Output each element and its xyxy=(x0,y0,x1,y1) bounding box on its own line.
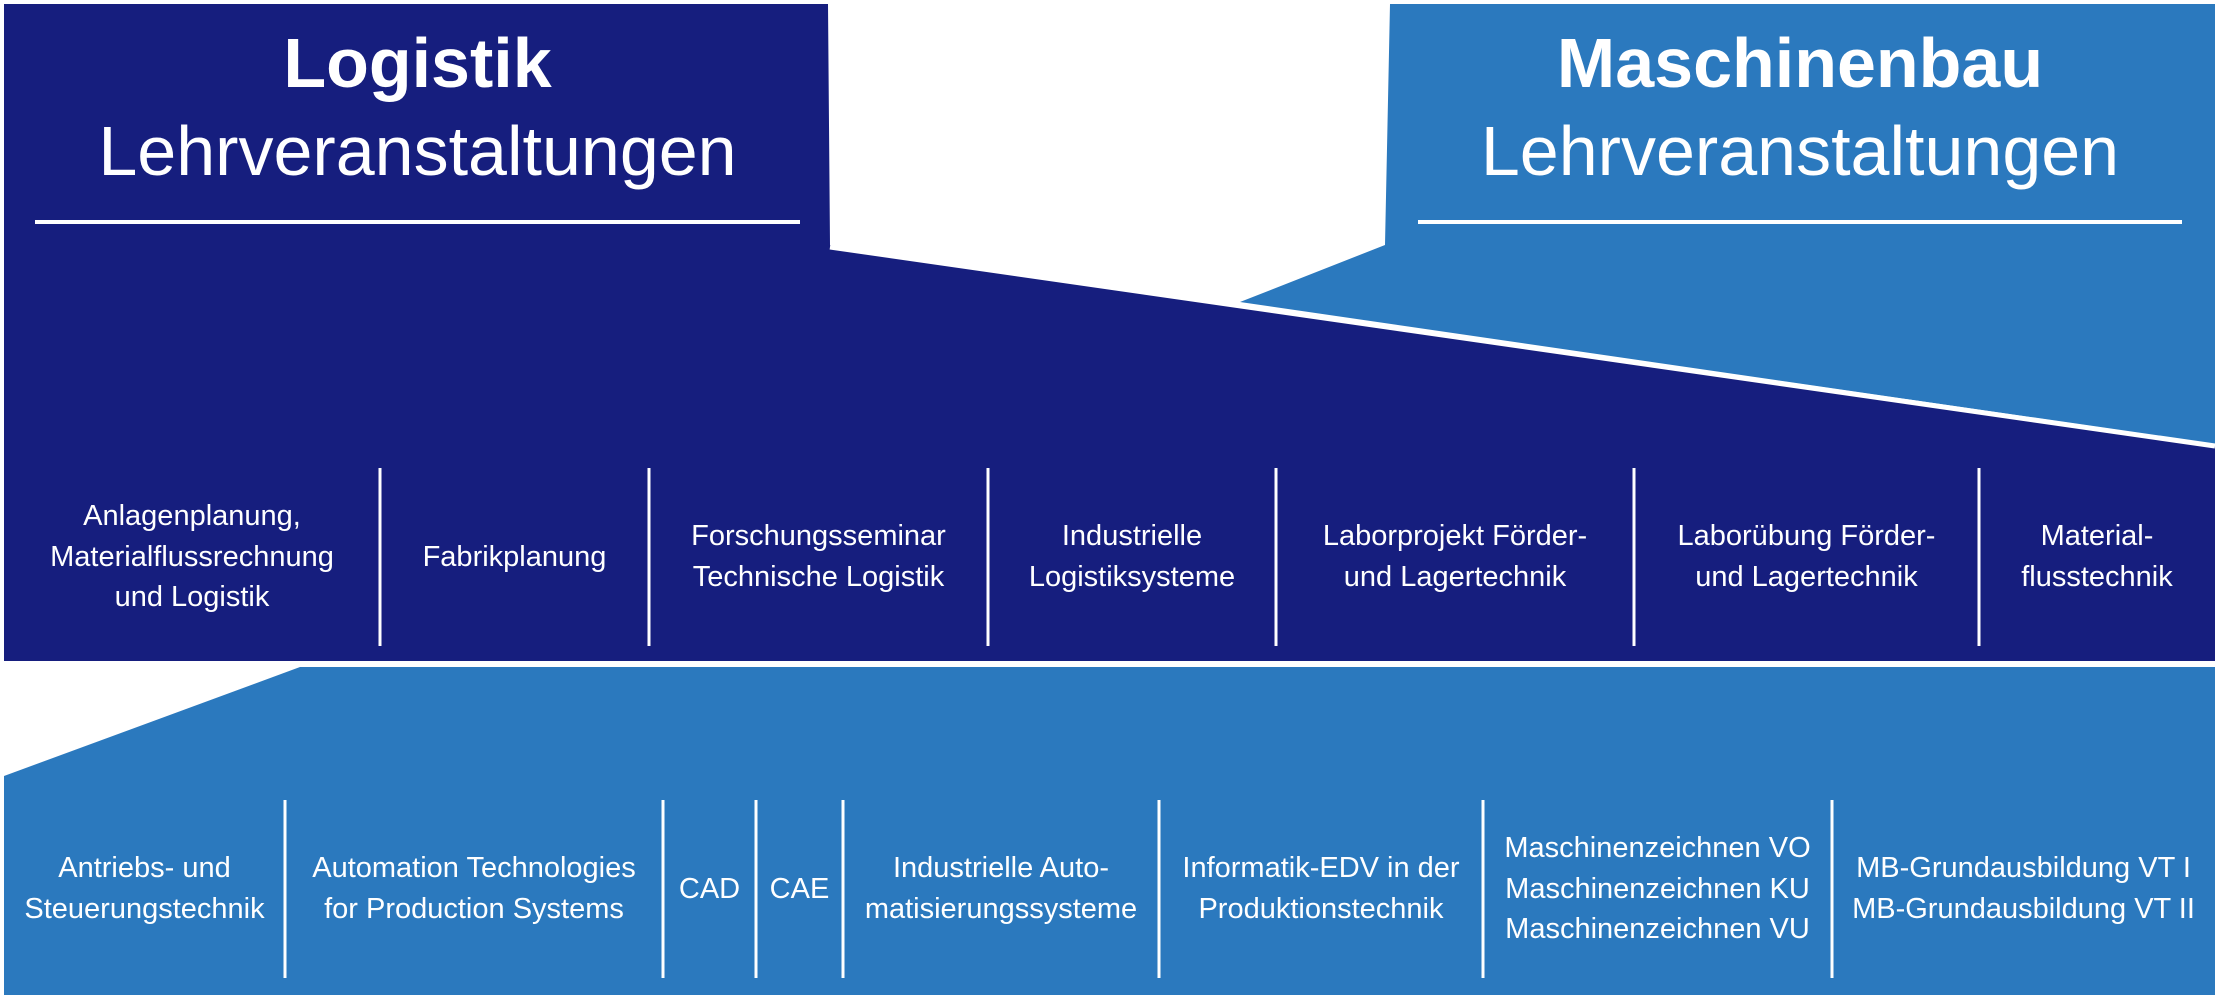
maschinenbau-title: Maschinenbau xyxy=(1556,24,2044,102)
diagonal-divider xyxy=(829,244,2216,449)
logistik-course: Material- flusstechnik xyxy=(2021,520,2173,593)
logistik-title: Logistik xyxy=(283,24,552,102)
maschinenbau-separators xyxy=(283,800,1834,978)
maschinenbau-band-shape xyxy=(4,667,2215,995)
logistik-heading: Logistik Lehrveranstaltungen xyxy=(35,20,800,195)
logistik-shape xyxy=(4,4,2215,661)
maschinenbau-course: Industrielle Auto- matisierungssysteme xyxy=(864,852,1138,925)
maschinenbau-course: Antriebs- und Steuerungstechnik xyxy=(24,852,265,925)
logistik-course: Laborübung Förder- und Lagertechnik xyxy=(1677,520,1936,593)
maschinenbau-heading: Maschinenbau Lehrveranstaltungen xyxy=(1418,20,2182,195)
logistik-course: Forschungsseminar Technische Logistik xyxy=(691,520,946,593)
maschinenbau-subtitle: Lehrveranstaltungen xyxy=(1480,111,2120,190)
maschinenbau-course: Informatik-EDV in der Produktionstechnik xyxy=(1182,852,1460,925)
logistik-separators xyxy=(378,468,1981,646)
logistik-subtitle: Lehrveranstaltungen xyxy=(98,111,737,190)
maschinenbau-course: CAD xyxy=(678,872,741,905)
logistik-course: Anlagenplanung, Materialflussrechnung un… xyxy=(50,500,334,614)
logistik-course: Fabrikplanung xyxy=(422,540,607,573)
maschinenbau-course: Automation Technologies for Production S… xyxy=(312,852,636,925)
logistik-course: Laborprojekt Förder- und Lagertechnik xyxy=(1322,520,1588,593)
maschinenbau-course: MB-Grundausbildung VT I MB-Grundausbildu… xyxy=(1852,852,2195,925)
maschinenbau-course: Maschinenzeichnen VO Maschinenzeichnen K… xyxy=(1504,832,1811,946)
logistik-course: Industrielle Logistiksysteme xyxy=(1028,520,1236,593)
maschinenbau-course: CAE xyxy=(769,872,830,905)
